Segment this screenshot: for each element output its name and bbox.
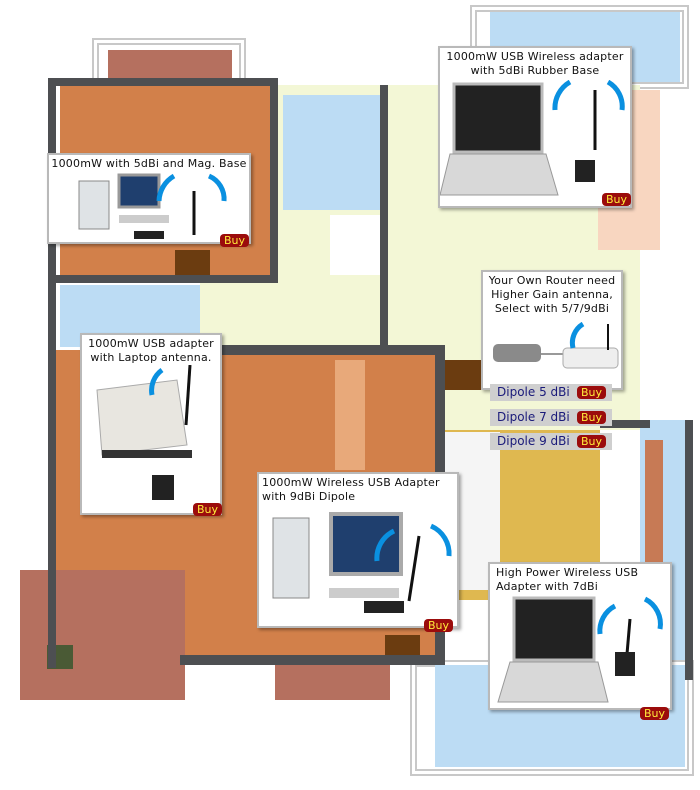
buy-button[interactable]: Buy [640, 707, 670, 720]
balcony-bottom-left [20, 570, 185, 700]
product-callout-mag-base[interactable]: 1000mW with 5dBi and Mag. Base [47, 153, 251, 244]
laptop-with-clip-antenna-icon [96, 365, 192, 500]
callout-title-line: 1000mW USB adapter [88, 337, 214, 350]
cabinet [645, 440, 663, 570]
callout-title-line: Select with 5/7/9dBi [494, 302, 610, 315]
callout-title-line: 1000mW Wireless USB Adapter [262, 476, 440, 489]
callout-title-line: Your Own Router need [488, 274, 616, 287]
desktop-pc-with-magnetic-antenna-icon [78, 173, 227, 239]
callout-title-line: Adapter with 7dBi [496, 580, 598, 593]
buy-button[interactable]: Buy [602, 193, 632, 206]
buy-button[interactable]: Buy [220, 234, 250, 247]
buy-button[interactable]: Buy [193, 503, 223, 516]
callout-title-line: with 9dBi Dipole [262, 490, 356, 503]
desktop-pc-with-dipole-icon [272, 512, 452, 613]
router-with-antenna-icon [493, 322, 619, 369]
callout-title: 1000mW with 5dBi and Mag. Base [51, 157, 247, 170]
bathroom [283, 95, 380, 210]
buy-button[interactable]: Buy [424, 619, 454, 632]
laptop-with-7dbi-adapter-icon [497, 596, 663, 703]
callout-title-line: with 5dBi Rubber Base [470, 64, 600, 77]
laptop-with-rubber-base-antenna-icon [440, 80, 625, 196]
callout-title-line: Higher Gain antenna, [491, 288, 613, 301]
toilet-area [330, 215, 380, 275]
dipole-option-7dbi: Dipole 7 dBi Buy [490, 409, 612, 426]
dipole-option-5dbi: Dipole 5 dBi Buy [490, 384, 612, 401]
buy-button[interactable]: Buy [576, 386, 606, 399]
buy-button[interactable]: Buy [576, 411, 606, 424]
callout-title-line: High Power Wireless USB [496, 566, 639, 579]
corridor [335, 360, 365, 470]
dipole-option-9dbi: Dipole 9 dBi Buy [490, 433, 612, 450]
callout-title-line: 1000mW USB Wireless adapter [446, 50, 624, 63]
door [445, 360, 485, 390]
nightstand [175, 250, 210, 276]
dipole-label: Dipole 9 dBi [497, 434, 570, 448]
dipole-label: Dipole 7 dBi [497, 410, 570, 424]
callout-title-line: with Laptop antenna. [90, 351, 212, 364]
buy-button[interactable]: Buy [576, 435, 606, 448]
dipole-label: Dipole 5 dBi [497, 385, 570, 399]
